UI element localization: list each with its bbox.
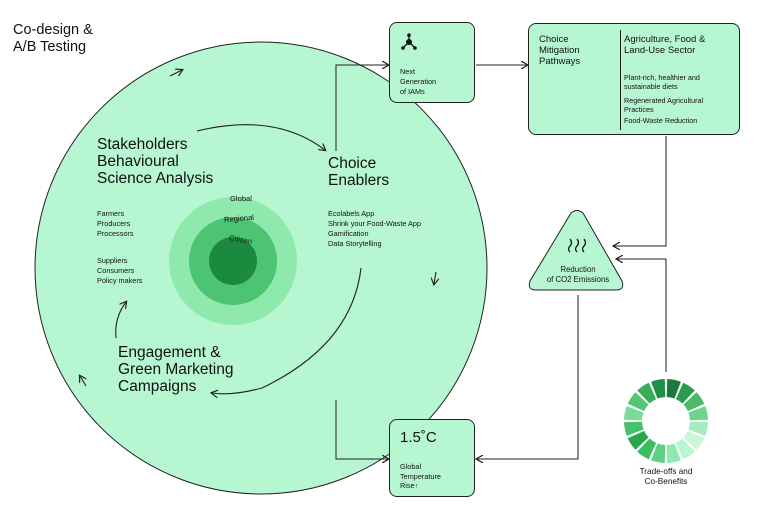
arrow-to-enablers [196,124,325,150]
stakeholders-list-1: Farmers Producers Processors [97,209,134,239]
sector-item: Regenerated Agricultural Practices [624,96,703,114]
engagement-title-line: Campaigns [118,378,197,395]
ring-segment [624,406,644,421]
sector-item-line: Food-Waste Reduction [624,116,698,125]
network-hub-icon [401,33,417,50]
temperature-label: Global Temperature Rise↑ [400,462,441,491]
ring-label-global: Global [230,194,252,203]
ring-segment [675,382,695,404]
perimeter-arrow-right [434,271,436,284]
list-item: Gamification [328,229,369,238]
sector-item-line: Plant-rich, healthier and [624,73,700,82]
tradeoffs-label-line: Trade-offs and [639,467,693,476]
ring-segment [651,379,666,399]
list-item: Shrink your Food-Waste App [328,219,422,228]
iams-label-line: Generation [400,77,437,86]
connector-circle-to-iams [335,65,388,151]
pathways-title-line: Mitigation [539,45,580,56]
pathways-title-line: Pathways [539,56,581,67]
sector-title: Agriculture, Food & Land-Use Sector [624,34,705,56]
list-item: Farmers [97,209,125,218]
heat-waves-icon [567,238,587,253]
reduction-label-line: Reduction [560,265,596,274]
ring-segment [651,443,666,463]
stakeholders-title-line: Stakeholders [97,136,188,153]
title-line-1: Co-design & [13,22,93,38]
sector-title-line: Agriculture, Food & [624,34,706,45]
list-item: Processors [97,229,134,238]
stakeholders-title-line: Science Analysis [97,170,214,187]
ring-segment [637,438,657,460]
ring-segment [688,406,708,421]
title-line-2: A/B Testing [13,39,87,55]
reduction-label: Reduction of CO2 Emissions [537,265,619,284]
iams-label-line: Next [400,67,416,76]
enablers-title-line: Choice [328,155,377,172]
stakeholders-title: Stakeholders Behavioural Science Analysi… [97,136,213,187]
iams-label: Next Generation of IAMs [400,67,436,97]
ring-segment [675,438,695,460]
ring-segment [627,392,649,412]
ring-segment [666,443,681,463]
ring-segment [627,430,649,450]
engagement-title-line: Green Marketing [118,361,234,378]
segmented-ring-icon [624,379,708,463]
reduction-label-line: of CO2 Emissions [546,274,610,284]
list-item: Suppliers [97,256,128,265]
connector-tradeoffs-to-reduction [617,259,667,372]
pathways-title-line: Choice [539,34,569,45]
sector-item: Plant-rich, healthier and sustainable di… [624,73,700,91]
pathways-divider [620,30,621,130]
arrow-to-engagement [212,267,362,394]
connector-reduction-to-temperature [477,295,579,459]
tradeoffs-label: Trade-offs and Co-Benefits [618,467,714,487]
temperature-label-line: Temperature [400,471,441,481]
sector-item-line: Regenerated Agricultural [624,96,704,105]
enablers-list: Ecolabels App Shrink your Food-Waste App… [328,209,421,249]
iams-card: Next Generation of IAMs [389,22,475,103]
temperature-label-line: Global [400,462,422,471]
connector-pathways-to-reduction [614,136,667,246]
enablers-title: Choice Enablers [328,155,389,189]
arrow-to-stakeholders [115,302,126,339]
ring-segment [688,421,708,436]
pathways-card: Choice Mitigation Pathways Agriculture, … [528,23,740,135]
page-title: Co-design & A/B Testing [13,22,93,56]
sector-item: Food-Waste Reduction [624,116,697,125]
list-item: Data Storytelling [328,239,382,248]
ring-segment [624,421,644,436]
ring-segment [666,379,681,399]
iams-label-line: of IAMs [400,87,425,96]
enablers-title-line: Enablers [328,172,390,189]
engagement-title-line: Engagement & [118,344,221,361]
list-item: Producers [97,219,131,228]
temperature-card: 1.5˚C Global Temperature Rise↑ [389,419,475,497]
sector-title-line: Land-Use Sector [624,45,696,56]
list-item: Ecolabels App [328,209,375,218]
ring-segment [637,382,657,404]
sector-item-line: Practices [624,105,654,114]
connector-circle-to-temperature [335,400,388,459]
perimeter-arrow-top [169,70,182,77]
sector-item-line: sustainable diets [624,82,678,91]
perimeter-arrow-left [80,376,86,387]
list-item: Policy makers [97,276,143,285]
ring-citizen [209,237,257,285]
tradeoffs-label-line: Co-Benefits [644,477,688,486]
pathways-title: Choice Mitigation Pathways [539,34,580,67]
engagement-title: Engagement & Green Marketing Campaigns [118,344,233,395]
ring-segment [683,430,705,450]
temperature-label-line: Rise↑ [400,481,419,490]
temperature-value: 1.5˚C [400,429,437,446]
stakeholders-list-2: Suppliers Consumers Policy makers [97,256,142,286]
ring-segment [683,392,705,412]
stakeholders-title-line: Behavioural [97,153,179,170]
list-item: Consumers [97,266,135,275]
